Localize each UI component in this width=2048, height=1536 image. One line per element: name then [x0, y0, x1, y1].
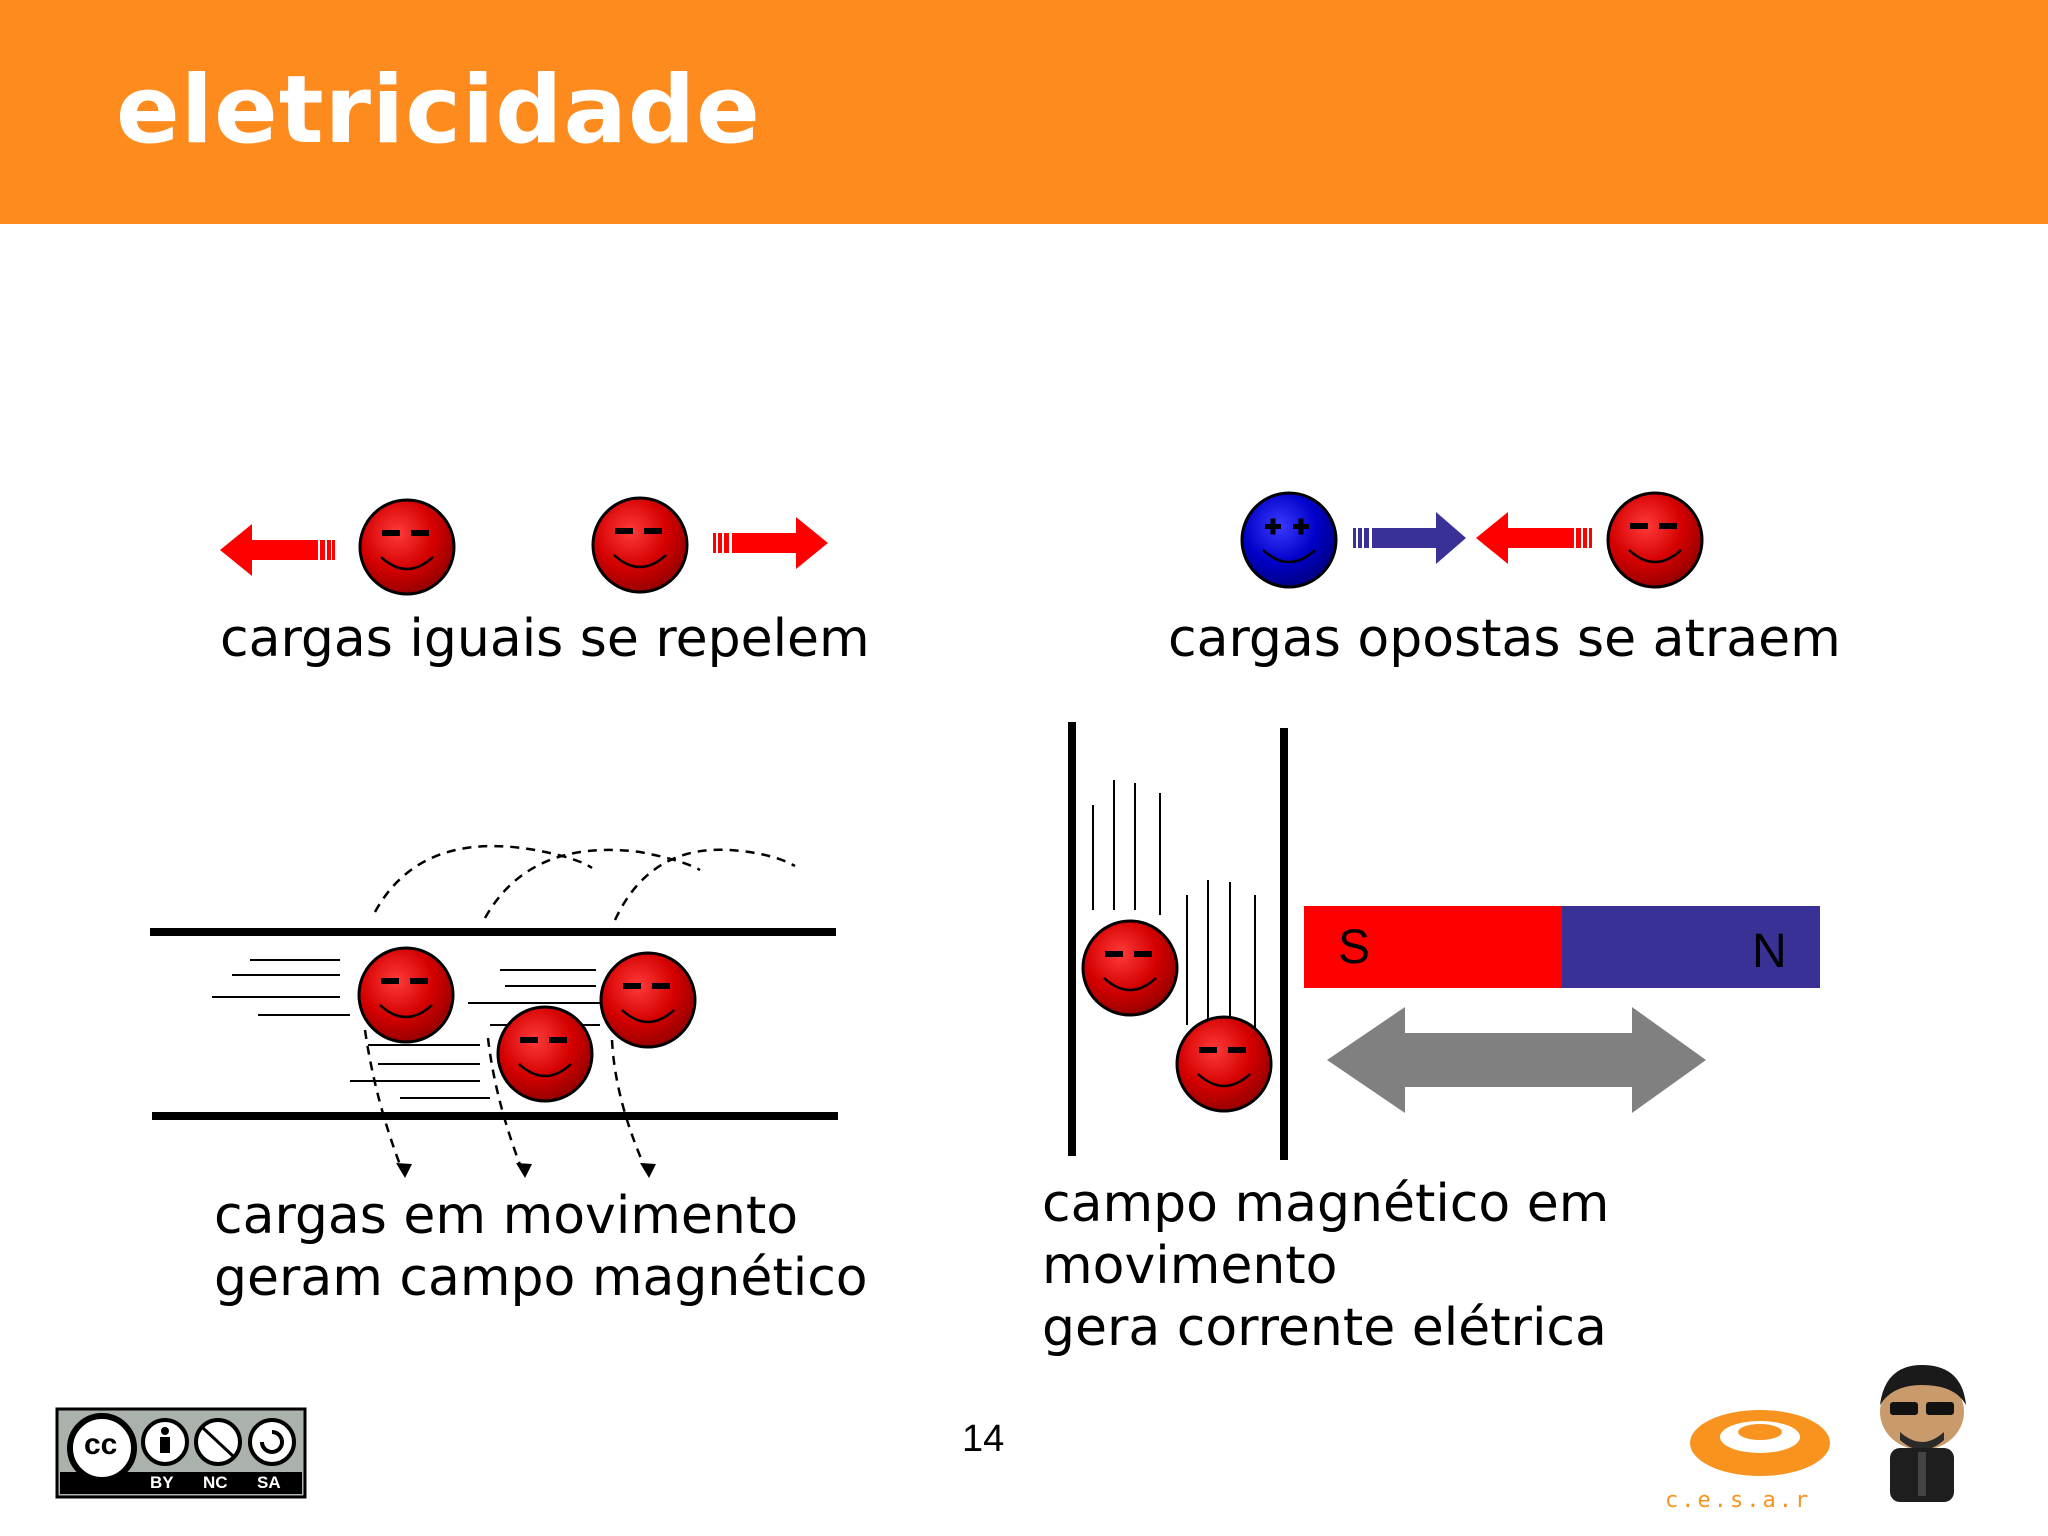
motion-lines [1092, 780, 1256, 1030]
left-arrow-icon [1476, 512, 1592, 564]
magnet-south-pole [1304, 906, 1562, 988]
left-arrow-icon [220, 524, 335, 576]
negative-charge-icon [357, 946, 455, 1044]
attract-panel [1240, 491, 1704, 589]
negative-charge-icon [591, 496, 689, 594]
cc-by-label: BY [150, 1473, 174, 1492]
repel-caption: cargas iguais se repelem [220, 609, 870, 669]
caption-line: gera corrente elétrica [1042, 1298, 1607, 1358]
moving-charges-caption: cargas em movimento geram campo magnétic… [214, 1185, 868, 1309]
magnet-north-label: N [1752, 925, 1787, 978]
moving-charges-panel [150, 844, 838, 1178]
negative-charge-icon [1606, 491, 1704, 589]
creative-commons-icon [55, 1407, 307, 1499]
right-arrow-icon [1353, 512, 1466, 564]
negative-charge-icon [1175, 1015, 1273, 1113]
positive-charge-icon [1240, 491, 1338, 589]
field-lines [363, 844, 796, 1171]
negative-charge-icon [599, 951, 697, 1049]
bar-magnet [1304, 906, 1820, 988]
negative-charge-icon [358, 498, 456, 596]
magnet-north-pole [1562, 906, 1820, 988]
attract-caption: cargas opostas se atraem [1168, 609, 1841, 669]
field-arrowheads [396, 1163, 656, 1178]
negative-charge-icon [496, 1005, 594, 1103]
cc-label: cc [84, 1428, 118, 1461]
caption-line: campo magnético em [1042, 1174, 1610, 1234]
caption-line: cargas em movimento [214, 1186, 799, 1246]
caption-line: geram campo magnético [214, 1248, 868, 1308]
page-number: 14 [962, 1418, 1005, 1460]
mascot-icon [1880, 1365, 1966, 1502]
right-arrow-icon [713, 517, 828, 569]
caption-line: movimento [1042, 1236, 1338, 1296]
induction-caption: campo magnético em movimento gera corren… [1042, 1173, 1609, 1359]
cc-nc-label: NC [203, 1473, 228, 1492]
double-arrow-icon [1327, 1007, 1706, 1113]
cesar-logo-icon [1690, 1410, 1830, 1476]
slide-title: eletricidade [116, 56, 761, 165]
header-bar: eletricidade [0, 0, 2048, 224]
induction-panel [1068, 722, 1820, 1160]
magnet-south-label: S [1338, 921, 1371, 974]
negative-charge-icon [1081, 919, 1179, 1017]
cc-sa-label: SA [257, 1473, 281, 1492]
motion-lines [212, 959, 600, 1099]
cesar-logo-text: c.e.s.a.r [1665, 1488, 1812, 1513]
repel-panel [220, 496, 828, 596]
